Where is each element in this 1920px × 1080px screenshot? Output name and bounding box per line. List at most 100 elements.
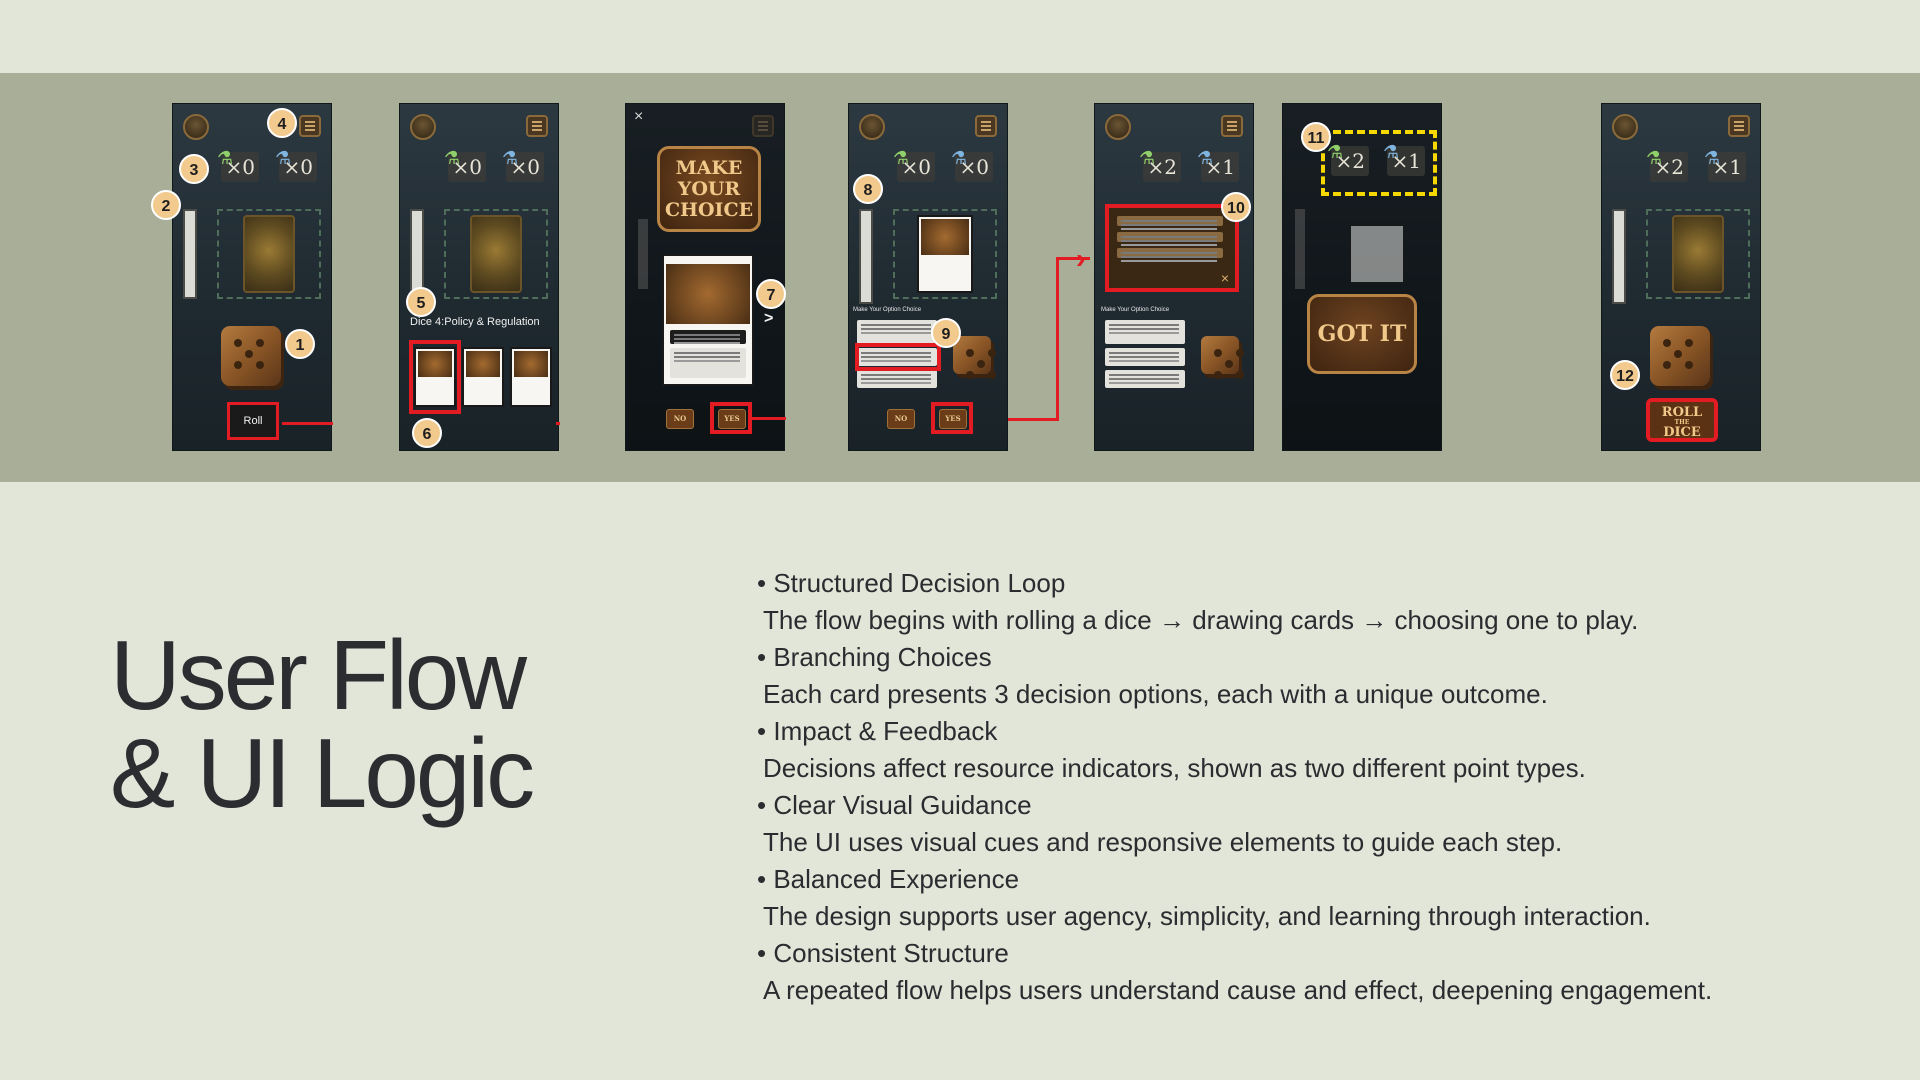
dice-icon[interactable] [221, 326, 281, 386]
roll-button[interactable]: Roll [227, 402, 279, 440]
progress-bar [638, 219, 648, 289]
card-deck [1646, 209, 1750, 299]
highlight-box [710, 402, 752, 434]
menu-icon[interactable] [1728, 115, 1750, 137]
resource-indicator-a: ⚗×2 [1327, 142, 1369, 176]
screen-2: ⚗×0 ⚗×0 Dice 4:Policy & Regulation 5 6 [399, 103, 560, 451]
point-text: The design supports user agency, simplic… [763, 901, 1651, 931]
flow-connector [1008, 418, 1058, 421]
avatar[interactable] [859, 114, 885, 140]
avatar[interactable] [1612, 114, 1638, 140]
resource-indicator-a: ⚗×0 [217, 148, 259, 182]
list-item: • Consistent Structure A repeated flow h… [757, 935, 1877, 1009]
screen-5: ⚗×2 ⚗×1 × Make Your Option Choice 10 [1094, 103, 1254, 451]
step-badge-10: 10 [1221, 192, 1251, 222]
option-3[interactable] [857, 370, 937, 388]
step-badge-12: 12 [1610, 360, 1640, 390]
point-text: A repeated flow helps users understand c… [763, 975, 1713, 1005]
list-item: • Balanced Experience The design support… [757, 861, 1877, 935]
step-badge-2: 2 [151, 190, 181, 220]
dice-icon [953, 336, 991, 374]
selected-card [1349, 224, 1405, 284]
resource-indicator-a: ⚗×2 [1646, 148, 1688, 182]
potion-icon: ⚗ [1139, 148, 1156, 169]
menu-icon[interactable] [526, 115, 548, 137]
outcome-popup: × [1105, 204, 1239, 292]
flow-connector [1056, 258, 1059, 421]
close-icon[interactable]: × [1220, 270, 1229, 286]
resource-indicator-b: ⚗×0 [951, 148, 993, 182]
roll-the-dice-button[interactable]: ROLL THE DICE [1646, 398, 1718, 442]
point-heading: Consistent Structure [773, 938, 1009, 968]
screen-6: ⚗×2 ⚗×1 GOT IT 11 [1282, 103, 1442, 451]
menu-icon[interactable] [975, 115, 997, 137]
resource-indicator-a: ⚗×0 [444, 148, 486, 182]
progress-bar [1612, 209, 1626, 304]
point-text: Each card presents 3 decision options, e… [763, 679, 1548, 709]
card-deck [444, 209, 548, 299]
progress-bar [1295, 209, 1305, 289]
point-heading: Clear Visual Guidance [773, 790, 1032, 820]
drawn-card[interactable] [510, 347, 552, 407]
avatar[interactable] [183, 114, 209, 140]
page-title: User Flow & UI Logic [110, 620, 535, 828]
resource-indicator-b: ⚗×1 [1383, 142, 1425, 176]
menu-icon[interactable] [299, 115, 321, 137]
progress-bar [410, 209, 424, 299]
option-2[interactable] [857, 348, 937, 366]
card-back [243, 215, 295, 293]
option-1[interactable] [1105, 320, 1185, 344]
resource-indicator-b: ⚗×0 [502, 148, 544, 182]
point-text: The flow begins with rolling a dice → dr… [763, 605, 1639, 635]
avatar[interactable] [410, 114, 436, 140]
avatar[interactable] [1105, 114, 1131, 140]
card-deck [217, 209, 321, 299]
close-icon[interactable]: × [634, 108, 644, 125]
feature-list: • Structured Decision Loop The flow begi… [757, 565, 1877, 1009]
option-2[interactable] [1105, 348, 1185, 366]
resource-indicator-b: ⚗×1 [1197, 148, 1239, 182]
option-3[interactable] [1105, 370, 1185, 388]
screen-7: ⚗×2 ⚗×1 ROLL THE DICE 12 [1601, 103, 1761, 451]
potion-icon: ⚗ [1704, 148, 1721, 169]
got-it-button[interactable]: GOT IT [1307, 294, 1417, 374]
drawn-card[interactable] [414, 347, 456, 407]
flow-connector [282, 422, 333, 425]
dice-icon [1201, 336, 1239, 374]
list-item: • Impact & Feedback Decisions affect res… [757, 713, 1877, 787]
no-button[interactable]: NO [666, 409, 694, 429]
step-badge-8: 8 [853, 174, 883, 204]
menu-icon[interactable] [1221, 115, 1243, 137]
potion-icon: ⚗ [893, 148, 910, 169]
step-badge-6: 6 [412, 418, 442, 448]
option-1[interactable] [857, 320, 937, 344]
step-badge-4: 4 [267, 108, 297, 138]
yes-button[interactable]: YES [939, 409, 967, 429]
resource-indicator-a: ⚗×2 [1139, 148, 1181, 182]
point-text: The UI uses visual cues and responsive e… [763, 827, 1563, 857]
list-item: • Structured Decision Loop The flow begi… [757, 565, 1877, 639]
potion-icon: ⚗ [275, 148, 292, 169]
yes-button[interactable]: YES [718, 409, 746, 429]
dice-category-label: Dice 4:Policy & Regulation [410, 316, 540, 328]
next-arrow-icon[interactable]: > [764, 310, 774, 327]
point-text: Decisions affect resource indicators, sh… [763, 753, 1586, 783]
menu-icon [752, 115, 774, 137]
highlight-box [409, 340, 461, 414]
dice-icon[interactable] [1650, 326, 1710, 386]
screen-4: ⚗×0 ⚗×0 Make Your Option Choice NO YES 8… [848, 103, 1008, 451]
point-heading: Branching Choices [773, 642, 992, 672]
flow-connector [1056, 257, 1090, 260]
drawn-card[interactable] [462, 347, 504, 407]
progress-bar [859, 209, 873, 304]
selected-card [662, 254, 754, 386]
card-back [1672, 215, 1724, 293]
selected-card [917, 215, 973, 293]
highlight-box [931, 402, 973, 434]
arrow-right-icon: › [1076, 243, 1086, 274]
flow-connector [556, 422, 560, 425]
step-badge-7: 7 [756, 279, 786, 309]
list-item: • Branching Choices Each card presents 3… [757, 639, 1877, 713]
no-button[interactable]: NO [887, 409, 915, 429]
step-badge-3: 3 [179, 154, 209, 184]
